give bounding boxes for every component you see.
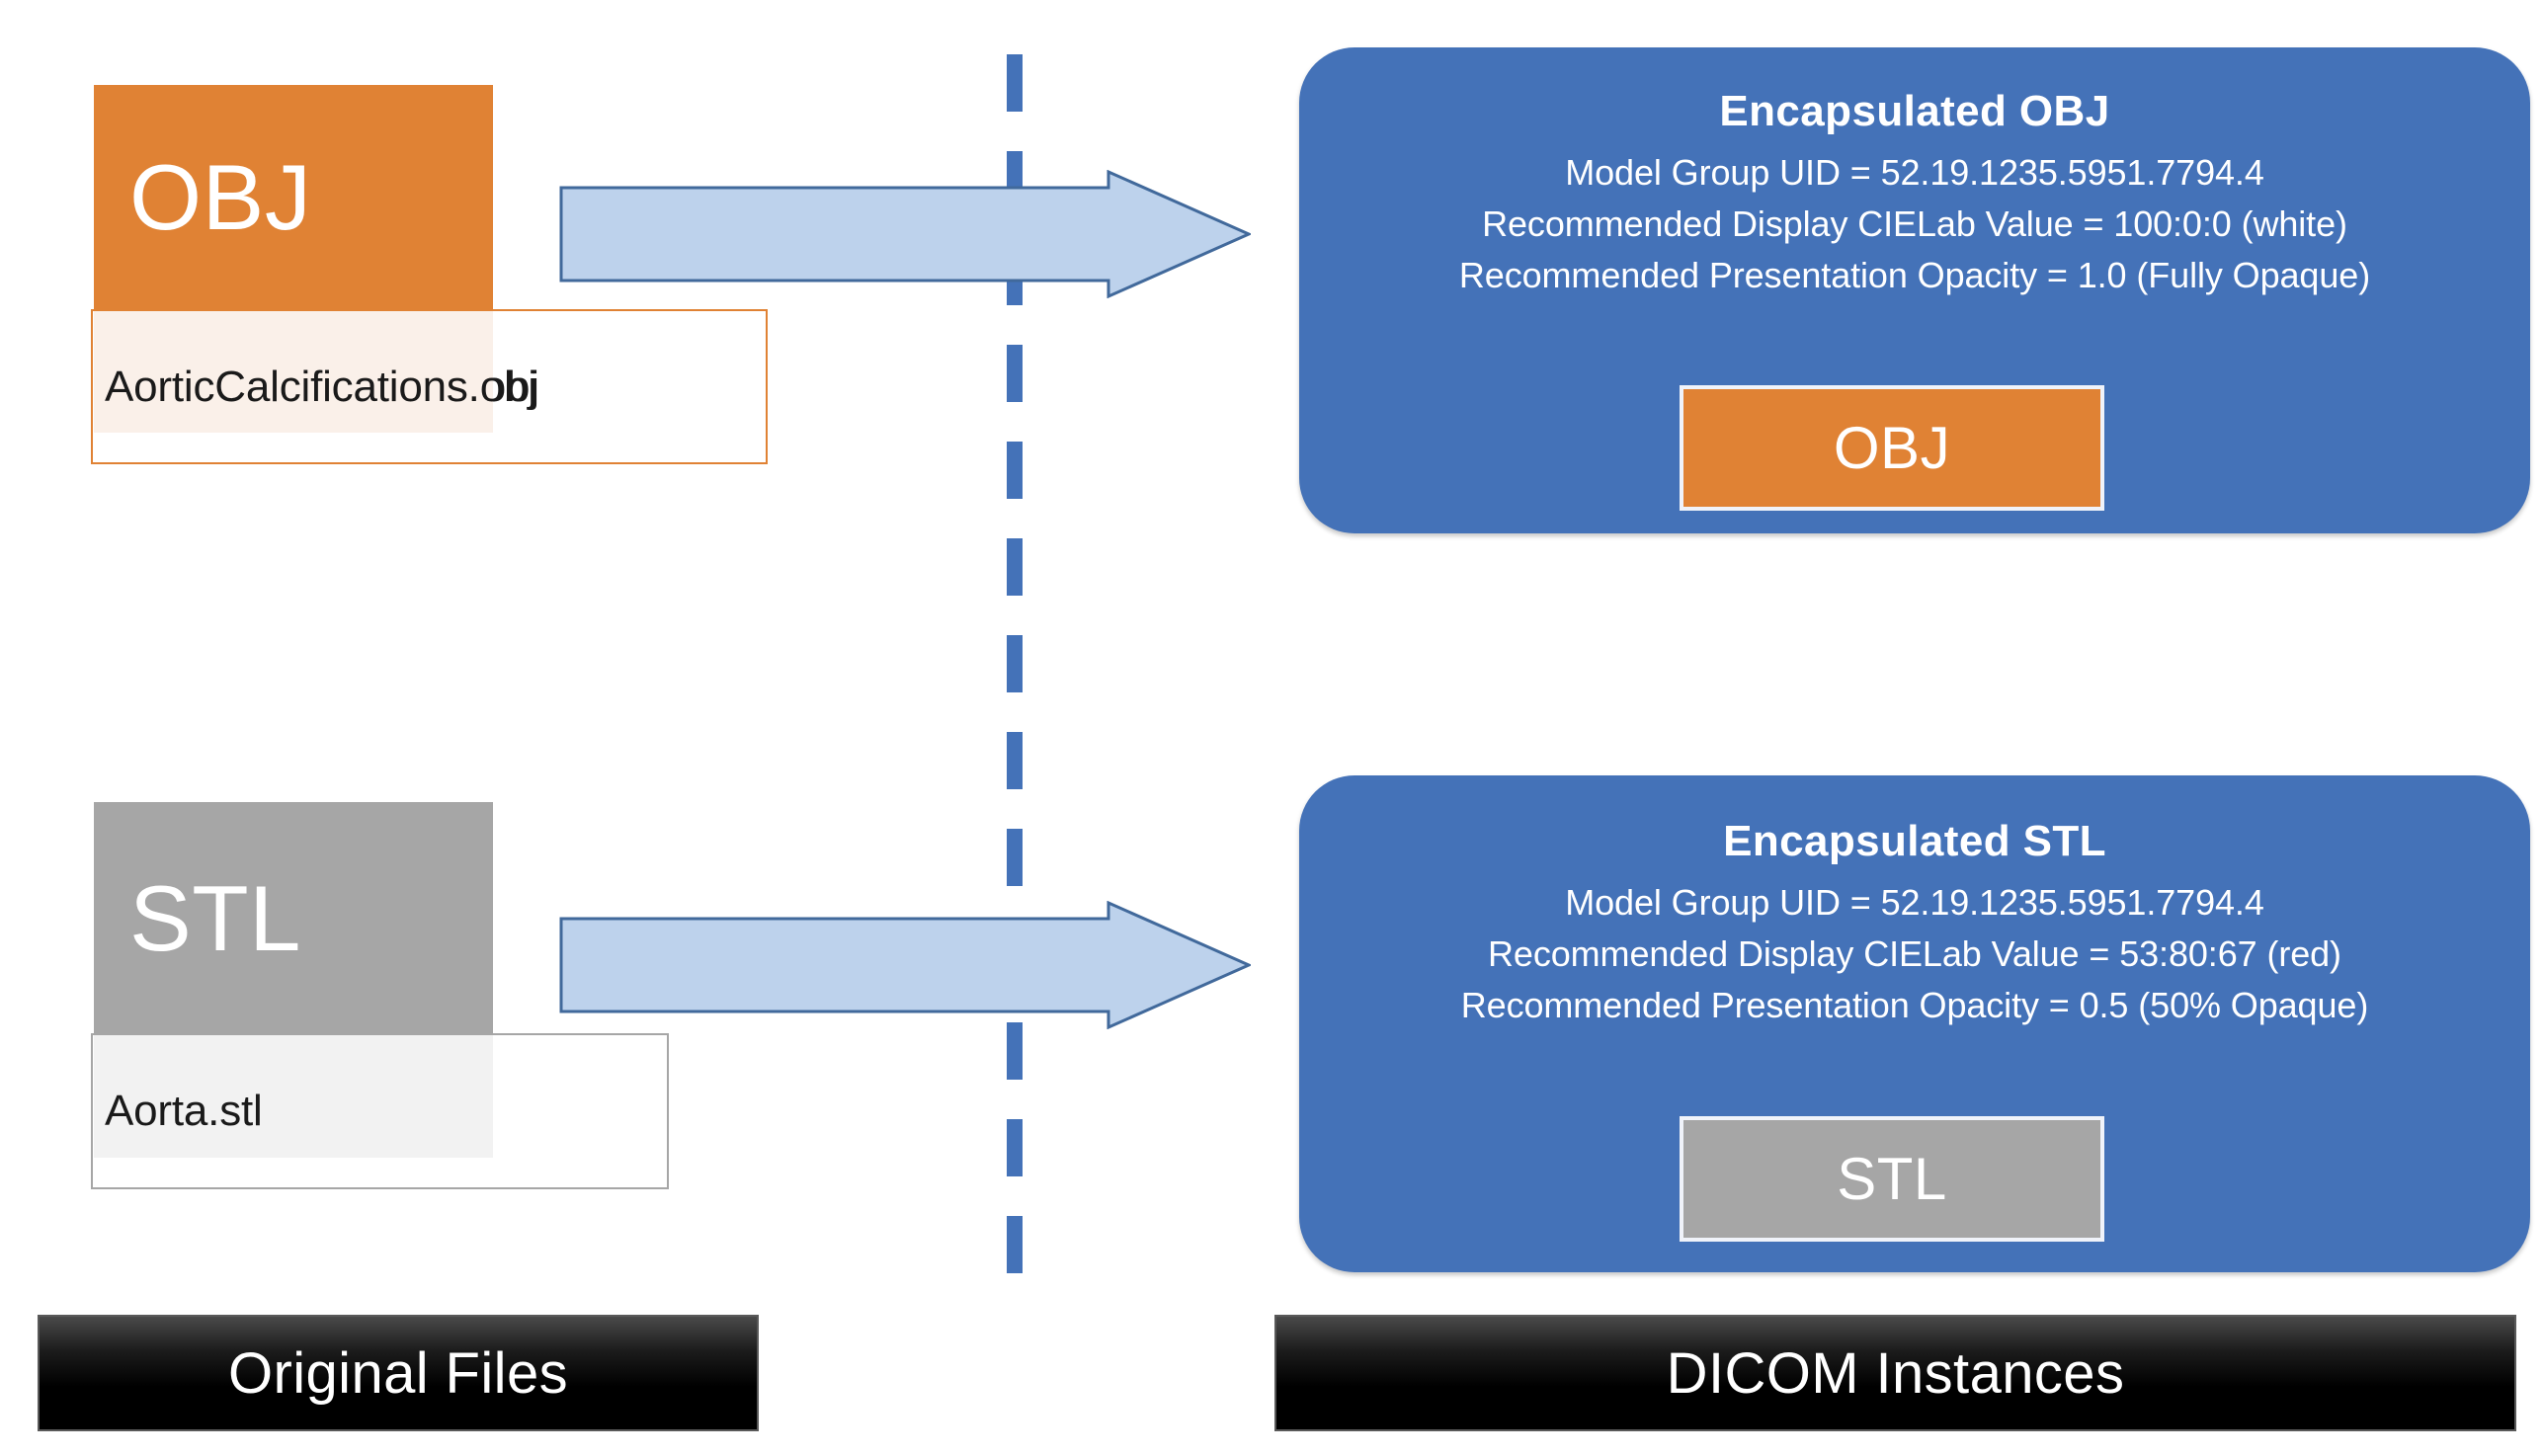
encapsulated-stl-panel[interactable]: Encapsulated STL Model Group UID = 52.19… [1299,775,2530,1272]
encapsulated-stl-line-1: Model Group UID = 52.19.1235.5951.7794.4 [1565,882,2264,923]
stl-file-name: Aorta.stl [107,1087,265,1135]
dicom-instances-banner: DICOM Instances [1274,1315,2516,1431]
stl-type-chip[interactable]: STL [94,802,493,1034]
obj-file-name: AorticCalcifications.obj [107,362,539,411]
obj-file-card[interactable]: AorticCalcifications.obj [91,309,768,464]
encapsulated-stl-chip[interactable]: STL [1680,1116,2104,1242]
stl-type-label: STL [129,865,301,970]
encapsulated-obj-panel[interactable]: Encapsulated OBJ Model Group UID = 52.19… [1299,47,2530,533]
original-files-banner: Original Files [38,1315,759,1431]
dicom-instances-banner-label: DICOM Instances [1666,1340,2125,1406]
stl-to-dicom-arrow [559,901,1251,1029]
encapsulated-obj-text-block: Encapsulated OBJ Model Group UID = 52.19… [1299,47,2530,296]
original-files-banner-label: Original Files [227,1340,569,1406]
encapsulated-obj-chip-label: OBJ [1833,414,1951,481]
encapsulated-obj-line-1: Model Group UID = 52.19.1235.5951.7794.4 [1565,152,2264,193]
encapsulated-stl-line-3: Recommended Presentation Opacity = 0.5 (… [1460,985,2369,1025]
obj-type-label: OBJ [129,145,312,249]
obj-to-dicom-arrow [559,170,1251,298]
encapsulated-stl-text-block: Encapsulated STL Model Group UID = 52.19… [1299,775,2530,1026]
encapsulated-obj-chip[interactable]: OBJ [1680,385,2104,511]
encapsulated-stl-line-2: Recommended Display CIELab Value = 53:80… [1488,933,2341,974]
encapsulated-stl-title: Encapsulated STL [1723,817,2106,865]
arrow-shape-right-icon [559,170,1251,298]
encapsulated-obj-line-2: Recommended Display CIELab Value = 100:0… [1482,203,2347,244]
arrow-shape-right-icon-2 [559,901,1251,1029]
encapsulated-stl-chip-label: STL [1837,1145,1947,1212]
encapsulated-obj-title: Encapsulated OBJ [1719,87,2110,135]
stl-file-card[interactable]: Aorta.stl [91,1033,669,1189]
encapsulated-obj-line-3: Recommended Presentation Opacity = 1.0 (… [1458,255,2371,295]
obj-type-chip[interactable]: OBJ [94,85,493,310]
